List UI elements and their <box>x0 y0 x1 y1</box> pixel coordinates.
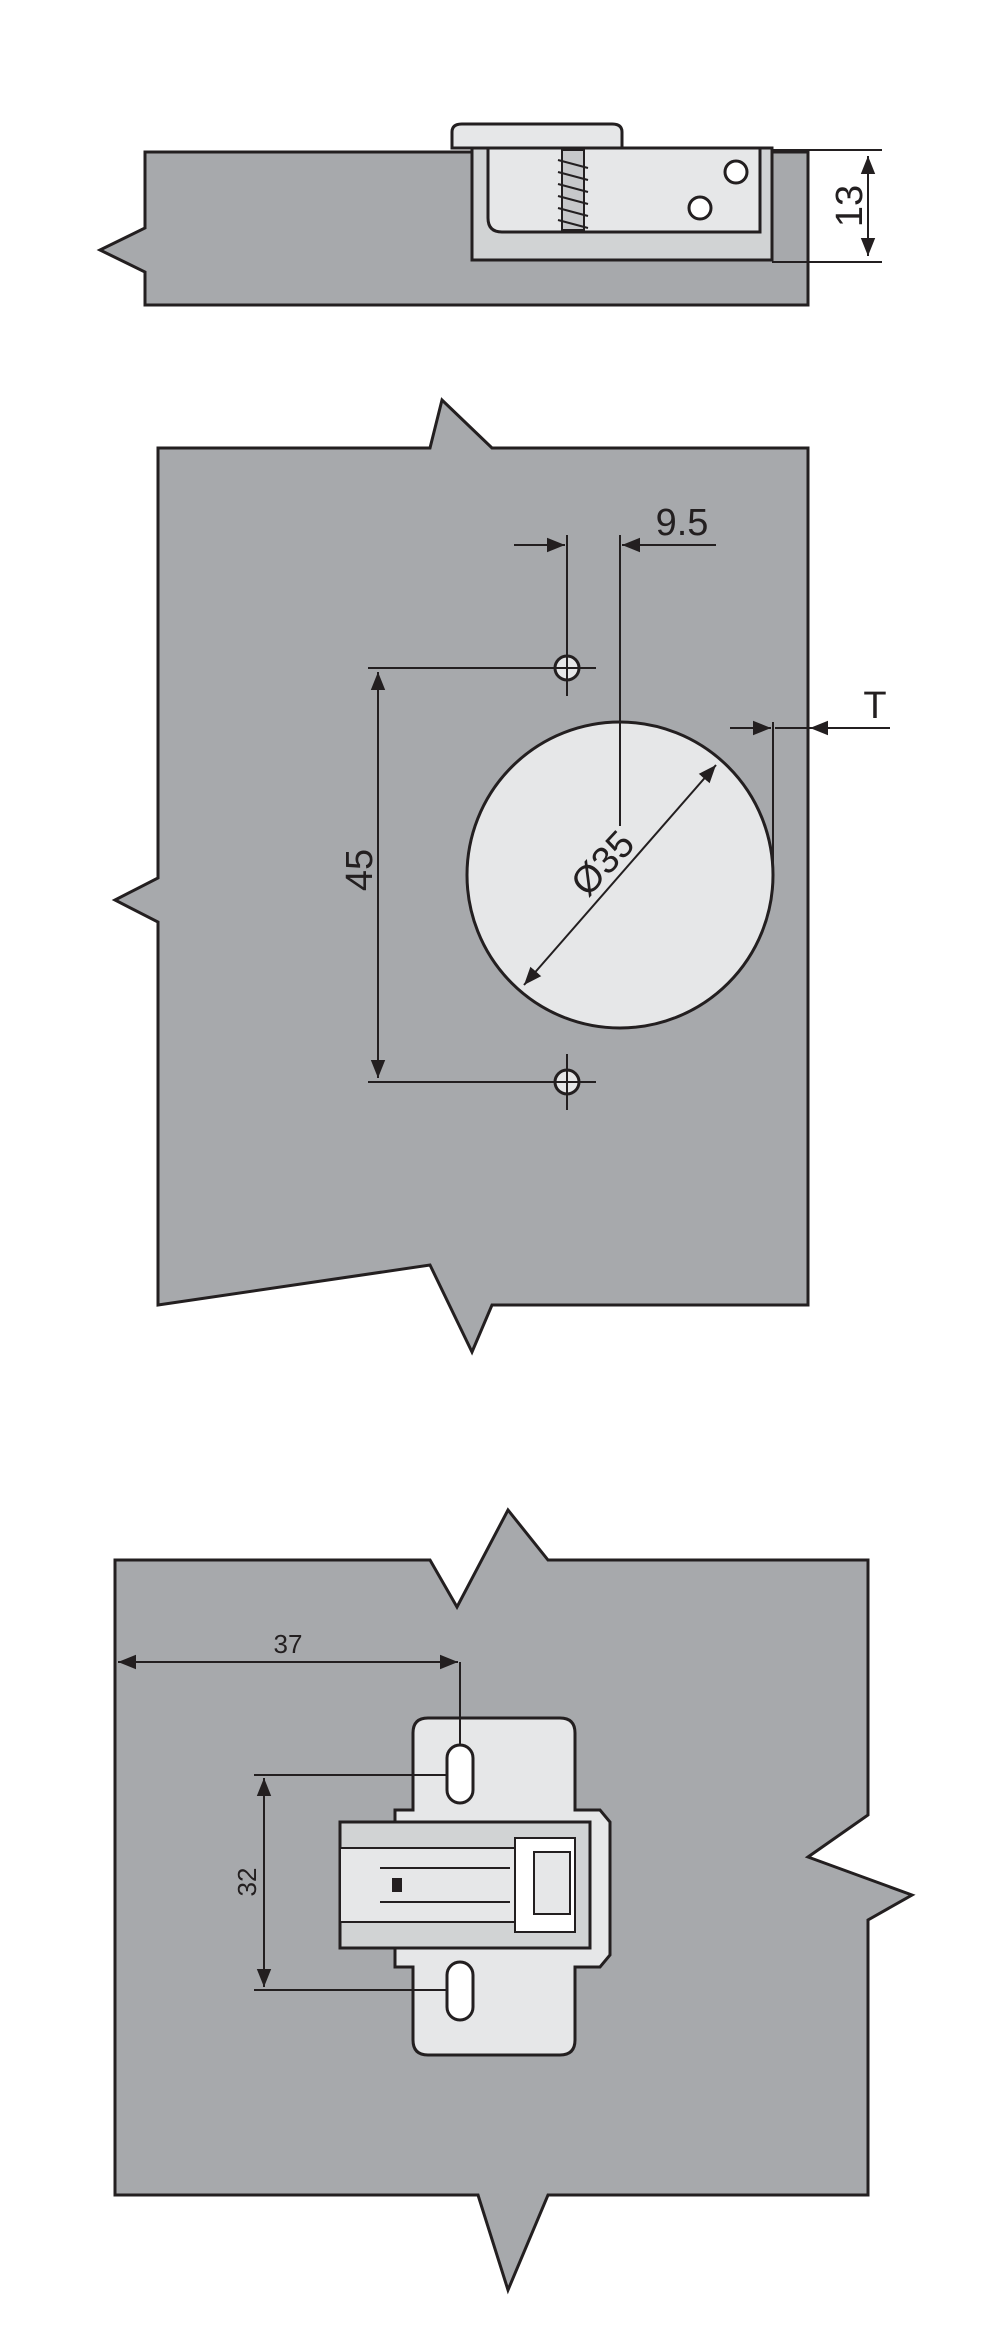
side-view: 13 <box>96 122 882 307</box>
side-hole-upper <box>723 159 749 185</box>
plate-slot-bottom <box>445 1960 475 2022</box>
side-hinge-cap <box>450 122 624 150</box>
plate-slot-top <box>445 1743 475 1805</box>
dimension-32: 32 <box>232 1774 447 1991</box>
drilling-panel <box>111 397 810 1356</box>
dimension-13-label: 13 <box>829 185 871 227</box>
dimension-13: 13 <box>772 149 882 263</box>
dimension-9-5-label: 9.5 <box>656 502 709 544</box>
side-hinge-body <box>486 146 762 234</box>
dimension-t-label: T <box>863 685 886 727</box>
side-hole-lower <box>687 195 713 221</box>
plate-view: 37 32 <box>113 1507 916 2295</box>
side-screw <box>557 149 589 231</box>
dimension-t: T <box>730 685 890 880</box>
drilling-view: 9.5 T 45 Ø35 <box>111 397 890 1356</box>
screw-hole-bottom <box>540 1054 596 1110</box>
dimension-45: 45 <box>339 667 540 1083</box>
dimension-45-label: 45 <box>339 849 381 891</box>
screw-hole-top <box>540 640 596 696</box>
dimension-37-label: 37 <box>274 1629 303 1659</box>
dimension-32-label: 32 <box>232 1868 262 1897</box>
dimension-37: 37 <box>118 1629 461 1745</box>
plate-arm <box>338 1820 592 1950</box>
